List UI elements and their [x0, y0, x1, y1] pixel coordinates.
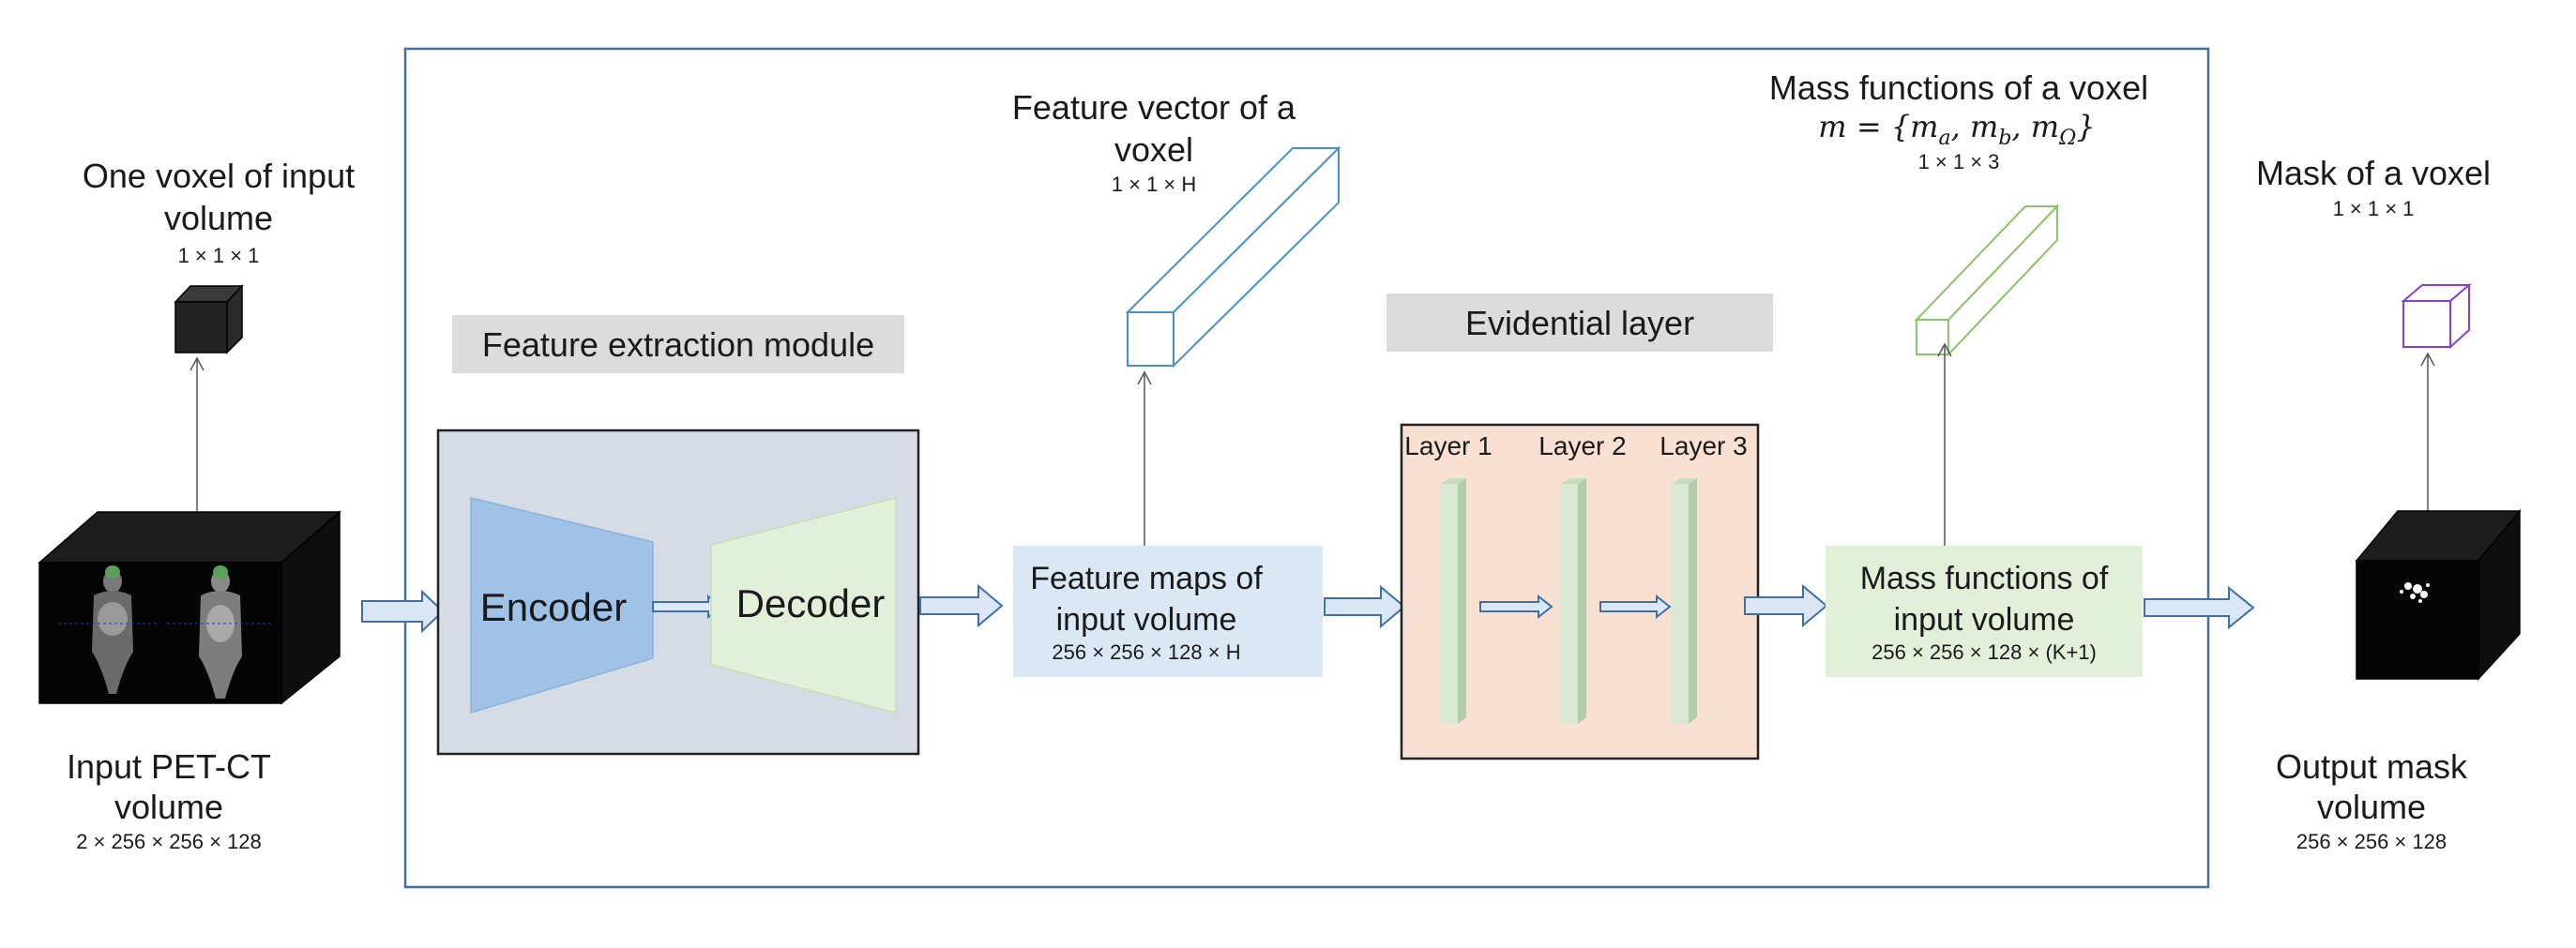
- input-voxel-cube: [174, 284, 244, 354]
- mass-volume-title-line1: Mass functions of: [1860, 561, 2109, 596]
- arrow-evidential-to-mass: [1744, 583, 1828, 628]
- layer-1-bar: [1441, 478, 1466, 724]
- feature-maps-title-line2: input volume: [1056, 602, 1237, 638]
- input-voxel-dims: 1 × 1 × 1: [178, 244, 260, 267]
- mass-voxel-dims: 1 × 1 × 3: [1918, 150, 2000, 173]
- mass-vector-prism: [1914, 203, 2060, 357]
- output-voxel-dims: 1 × 1 × 1: [2333, 197, 2415, 220]
- output-voxel-cube: [2401, 282, 2472, 350]
- arrow-mass-to-output: [2144, 585, 2255, 630]
- feature-extraction-header: Feature extraction module: [482, 325, 874, 364]
- arrow-layer2-to-layer3: [1599, 594, 1672, 620]
- output-voxel-title: Mask of a voxel: [2256, 154, 2491, 192]
- output-volume-title-line2: volume: [2317, 788, 2426, 826]
- layer-2-label: Layer 2: [1538, 431, 1626, 460]
- evidential-header-bg: [1386, 293, 1773, 352]
- input-volume-title-line1: Input PET-CT: [67, 747, 271, 786]
- mass-voxel-title: Mass functions of a voxel: [1769, 68, 2148, 107]
- input-volume-title-line2: volume: [114, 788, 223, 826]
- evidential-header: Evidential layer: [1465, 304, 1694, 342]
- feature-extraction-header-bg: [452, 315, 904, 373]
- feature-maps-dims: 256 × 256 × 128 × H: [1052, 640, 1240, 664]
- arrow-feature-maps-to-evidential: [1324, 584, 1406, 629]
- mass-volume-title-line2: input volume: [1894, 602, 2075, 638]
- encoder-block: [470, 497, 654, 715]
- feature-vector-title-line1: Feature vector of a: [1012, 88, 1296, 127]
- input-voxel-title-line1: One voxel of input: [83, 157, 355, 195]
- mass-volume-dims: 256 × 256 × 128 × (K+1): [1871, 640, 2097, 664]
- arrow-input-to-module: [361, 589, 445, 634]
- main-frame: [403, 47, 2210, 889]
- feature-vector-dims: 1 × 1 × H: [1112, 173, 1197, 196]
- input-volume-cube: [37, 510, 342, 705]
- layer-2-bar: [1561, 478, 1586, 724]
- mass-voxel-formula: m = {ma, mb, mΩ}: [1818, 109, 2095, 150]
- pet-body-image: [92, 565, 133, 694]
- arrow-layer1-to-layer2: [1479, 594, 1553, 620]
- feature-vector-title-line2: voxel: [1114, 130, 1193, 169]
- mass-volume-box: [1826, 546, 2143, 677]
- output-volume-cube: [2355, 508, 2522, 681]
- output-volume-dims: 256 × 256 × 128: [2296, 830, 2447, 853]
- layer-1-label: Layer 1: [1404, 431, 1492, 460]
- decoder-block: [710, 497, 897, 714]
- feature-maps-box: [1013, 546, 1323, 677]
- layer-3-label: Layer 3: [1659, 431, 1747, 460]
- output-volume-title-line1: Output mask: [2276, 747, 2468, 786]
- layer-3-bar: [1672, 478, 1697, 724]
- mask-blob: [2400, 582, 2430, 603]
- arrow-module-to-feature-maps: [919, 583, 1004, 628]
- decoder-label: Decoder: [736, 581, 886, 625]
- input-voxel-title-line2: volume: [164, 199, 273, 237]
- encoder-label: Encoder: [480, 585, 627, 629]
- feature-vector-prism: [1125, 145, 1341, 369]
- input-volume-dims: 2 × 256 × 256 × 128: [76, 830, 262, 853]
- feature-maps-title-line1: Feature maps of: [1030, 561, 1263, 596]
